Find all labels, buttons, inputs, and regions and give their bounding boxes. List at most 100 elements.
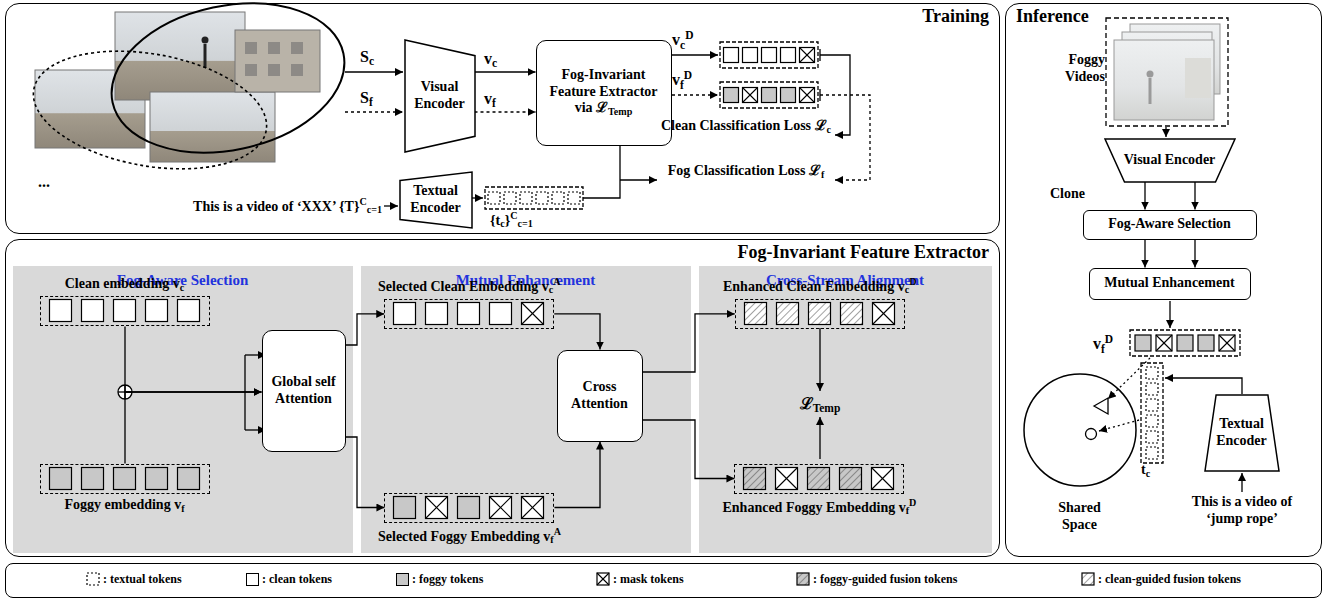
text-run: f: [906, 505, 909, 516]
node-label: Clean embedding vc: [65, 276, 185, 294]
token-row: Selected Clean Embedding vcA: [378, 276, 561, 332]
token: [520, 192, 532, 204]
text-run: v: [484, 50, 492, 67]
text-run: }: [505, 213, 511, 228]
token: [552, 192, 564, 204]
legend-item: : foggy-guided fusion tokens: [796, 572, 957, 586]
token: [762, 48, 777, 63]
token: [536, 192, 548, 204]
token: [1198, 335, 1214, 351]
token: [797, 573, 809, 585]
signal-label: {tc}Cc=1: [490, 210, 533, 230]
token: [177, 467, 199, 489]
token: [743, 48, 758, 63]
process-box: Mutual Enhancement: [1089, 268, 1251, 300]
token: [808, 302, 830, 324]
token: [840, 302, 862, 324]
token: [808, 467, 830, 489]
prompt-label: This is a video of ‘jump rope’: [1172, 494, 1312, 528]
legend-swatch: [596, 572, 610, 586]
label-box: This is a video of ‘XXX’ {T}Cc=1: [30, 196, 382, 216]
legend-label: : textual tokens: [103, 572, 182, 586]
text-run: c=1: [517, 218, 532, 229]
mask-cross: [776, 467, 798, 489]
mask-cross: [743, 88, 758, 103]
label-box: ...: [38, 172, 50, 191]
token: [744, 302, 766, 324]
token: [458, 496, 480, 518]
connector: [346, 437, 385, 508]
text-run: A: [553, 276, 560, 287]
token: [490, 496, 512, 518]
connector: [475, 71, 536, 72]
token-row: [1130, 330, 1240, 356]
token: [490, 302, 512, 324]
node-label: Fog-Invariant Feature Extractor via ℒTem…: [541, 67, 667, 119]
token-box: [734, 464, 904, 494]
text-run: {t: [490, 213, 500, 228]
mask-cross: [800, 48, 815, 63]
mask-cross: [490, 496, 512, 518]
connector: [346, 314, 385, 345]
text-run: f: [492, 97, 496, 109]
text-run: v: [672, 71, 680, 88]
token: [840, 467, 862, 489]
label-box: tc: [1141, 462, 1150, 480]
connector: [125, 326, 262, 392]
shared-space-circle: Shared Space: [1022, 372, 1138, 534]
wire: [345, 111, 403, 112]
token: [781, 48, 796, 63]
panel-title: Inference: [1016, 6, 1089, 28]
token-strip: [735, 465, 902, 492]
wire: [384, 205, 398, 206]
token-strip: [385, 494, 552, 521]
mask-cross: [800, 88, 815, 103]
token-strip: [41, 465, 208, 492]
token-strip: [385, 300, 552, 327]
token: [781, 88, 796, 103]
band-ground: [361, 266, 691, 553]
text-run: A: [554, 526, 561, 537]
token: [776, 302, 798, 324]
token: [568, 192, 580, 204]
token: [743, 88, 758, 103]
token-row: Selected Foggy Embedding vfA: [378, 490, 561, 546]
text-run: C: [510, 210, 517, 221]
token-row: [485, 187, 583, 209]
text-run: Selected Clean Embedding v: [378, 278, 549, 293]
token: [394, 302, 416, 324]
mask-cross: [1219, 335, 1235, 351]
connector: [554, 442, 600, 508]
token-row: Clean embedding vc: [40, 276, 210, 330]
token-box: [40, 296, 210, 326]
connector: [643, 314, 735, 372]
mask-cross: [426, 496, 448, 518]
label-box: Sc: [360, 47, 374, 69]
band-ground: [13, 266, 353, 553]
wire: [666, 94, 718, 95]
wire: [620, 179, 657, 180]
text-run: Clean Classification Loss ℒ: [661, 118, 827, 133]
wire: [472, 197, 483, 198]
token: [145, 300, 167, 322]
text-run: S: [360, 89, 369, 106]
text-run: c: [680, 39, 685, 51]
token: [81, 467, 103, 489]
input-label: Foggy Videos: [1030, 52, 1105, 86]
text-run: f: [680, 79, 684, 91]
token: [49, 300, 71, 322]
token-box: [384, 299, 554, 329]
token-row: [720, 42, 818, 68]
inference-panel: InferenceVisual EncoderFog-Aware Selecti…: [1005, 3, 1322, 557]
text-run: v: [672, 31, 680, 48]
node-label: Enhanced Clean Embedding vcD: [723, 276, 916, 296]
encoder-trapezoid: Textual Encoder: [400, 172, 472, 228]
label-box: Fog Classification Loss ℒf: [660, 163, 832, 181]
text-run: Foggy embedding v: [64, 497, 181, 512]
stage-band: Cross-Stream AlignmentEnhanced Clean Emb…: [699, 266, 992, 553]
panel-title: Training: [922, 6, 989, 28]
token-box: [384, 493, 554, 523]
token: [1082, 573, 1094, 585]
text-run: Fog-Invariant Feature Extractor via ℒ: [549, 67, 657, 116]
